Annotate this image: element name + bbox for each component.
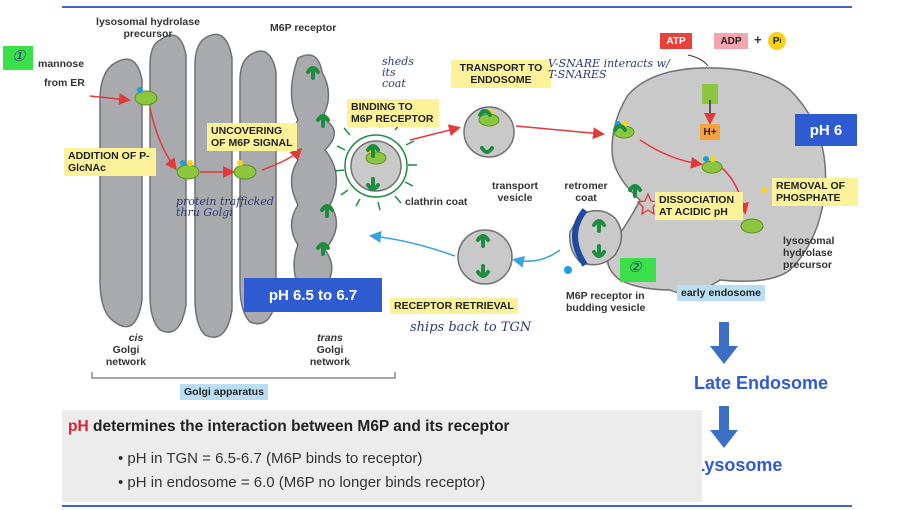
h-plus-tag: H+ <box>700 124 720 140</box>
clathrin-spikes <box>334 116 417 211</box>
retrieval-arrow-2 <box>512 249 561 268</box>
retrieval-arrow <box>369 230 456 257</box>
label-late-endosome: Late Endosome <box>694 373 829 393</box>
panel-bullet-1: • pH in TGN = 6.5-6.7 (M6P binds to rece… <box>118 450 423 467</box>
box-addition: ADDITION OF P-GlcNAc <box>64 148 156 176</box>
label-retromer-coat: retromer coat <box>564 180 608 204</box>
vesicle-transport <box>463 106 515 158</box>
label-lysosomal-hydrolase-right: lysosomal hydrolase precursor <box>783 235 835 271</box>
box-binding: BINDING TO M6P RECEPTOR <box>347 99 439 127</box>
label-from-er: from ER <box>44 77 85 89</box>
cisterna-4 <box>239 50 277 325</box>
step2-marker <box>620 258 656 282</box>
note-protein-trafficked: protein trafficked thru Golgi <box>176 195 274 219</box>
box-golgi-apparatus: Golgi apparatus <box>180 384 268 400</box>
label-m6p-budding: M6P receptor in budding vesicle <box>566 290 646 314</box>
label-transport-vesicle: transport vesicle <box>491 180 539 204</box>
ph65-box: pH 6.5 to 6.7 <box>244 278 382 312</box>
golgi-stack <box>99 33 338 338</box>
bottom-rule <box>62 505 852 507</box>
panel-bullet-2: • pH in endosome = 6.0 (M6P no longer bi… <box>118 474 486 491</box>
label-cis: cis <box>128 332 144 344</box>
label-trans: trans <box>317 332 343 344</box>
step2-annotation: ② <box>628 258 642 276</box>
panel-title: pH determines the interaction between M6… <box>68 418 510 435</box>
ph6-box: pH 6 <box>795 114 857 146</box>
retromer-arc <box>572 208 588 267</box>
note-sheds-coat: sheds its coat <box>382 55 414 90</box>
label-trans-golgi-network: Golgi network <box>309 344 351 368</box>
cisterna-3 <box>194 33 233 338</box>
flow-arrow-1 <box>710 322 738 364</box>
atp-arrow <box>687 54 709 67</box>
golgi-bracket <box>91 372 396 379</box>
label-clathrin-coat: clathrin coat <box>405 196 468 208</box>
box-retrieval: RECEPTOR RETRIEVAL <box>390 298 518 314</box>
step1-annotation: ① <box>12 47 26 65</box>
plus-sign: + <box>754 32 762 47</box>
box-early-endosome: early endosome <box>677 285 765 301</box>
budding-vesicle <box>568 209 623 266</box>
cis-cisterna <box>99 58 143 328</box>
flow-arrow-2 <box>710 406 738 448</box>
note-ships-back: ships back to TGN <box>410 320 532 335</box>
label-mannose: mannose <box>38 58 85 70</box>
label-cis-golgi-network: Golgi network <box>105 344 147 368</box>
step1-marker <box>3 46 33 70</box>
adp-tag: ADP <box>714 33 748 49</box>
vesicle-clathrin <box>350 140 402 192</box>
vesicle-retrieval <box>457 229 513 285</box>
cisterna-2 <box>149 34 187 333</box>
trans-golgi-network <box>290 54 338 298</box>
endosome <box>606 67 827 295</box>
top-rule <box>62 6 852 8</box>
m6p-receptors <box>306 66 642 278</box>
box-dissociation: DISSOCIATION AT ACIDIC pH <box>655 192 743 220</box>
proton-pump <box>702 84 718 104</box>
label-m6p-receptor-top: M6P receptor <box>270 22 337 34</box>
box-uncovering: UNCOVERING OF M6P SIGNAL <box>207 123 297 151</box>
forward-arrows <box>89 93 749 215</box>
note-v-snare: V-SNARE interacts w/ T-SNARES <box>548 57 670 81</box>
atp-tag: ATP <box>660 33 692 49</box>
label-lysosomal-hydrolase-top: lysosomal hydrolase precursor <box>96 16 200 40</box>
box-transport: TRANSPORT TO ENDOSOME <box>451 60 551 88</box>
box-removal: REMOVAL OF PHOSPHATE <box>772 178 858 206</box>
explanation-panel: pH determines the interaction between M6… <box>62 410 702 502</box>
label-lysosome: Lysosome <box>694 455 783 475</box>
